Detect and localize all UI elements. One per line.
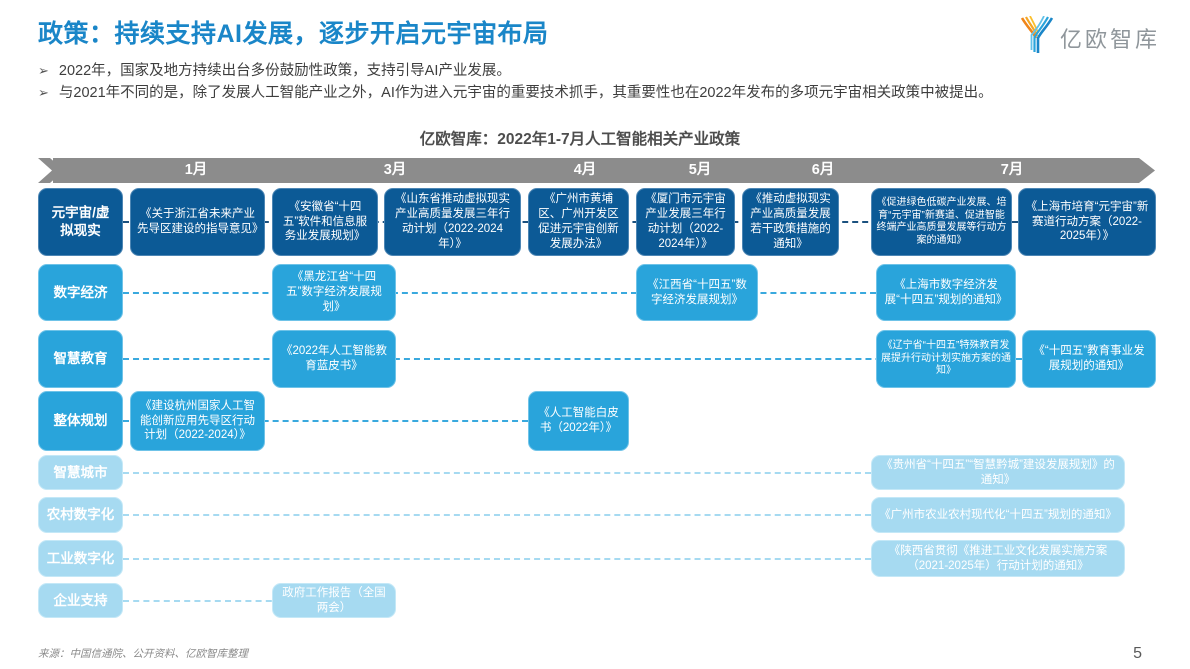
policy-box: 《人工智能白皮书（2022年）》 bbox=[528, 391, 629, 451]
source-note: 来源：中国信通院、公开资料、亿欧智库整理 bbox=[38, 648, 248, 660]
month-label: 3月 bbox=[383, 162, 407, 178]
policy-box: 《黑龙江省“十四五”数字经济发展规划》 bbox=[272, 264, 396, 321]
category-row: 企业支持 政府工作报告（全国两会） bbox=[0, 583, 1190, 618]
policy-box: 《促进绿色低碳产业发展、培育“元宇宙”新赛道、促进智能终端产业高质量发展等行动方… bbox=[871, 188, 1012, 256]
policy-box: 《推动虚拟现实产业高质量发展若干政策措施的通知》 bbox=[742, 188, 839, 256]
summary-bullets: ➢ 2022年，国家及地方持续出台多份鼓励性政策，支持引导AI产业发展。 ➢ 与… bbox=[38, 60, 1166, 105]
policy-box: 《安徽省“十四五”软件和信息服务业发展规划》 bbox=[272, 188, 378, 256]
connector-dashed-line bbox=[123, 358, 1032, 360]
category-row: 农村数字化 《广州市农业农村现代化“十四五”规划的通知》 bbox=[0, 497, 1190, 533]
policy-box: 《关于浙江省未来产业先导区建设的指导意见》 bbox=[130, 188, 265, 256]
chart-title: 亿欧智库：2022年1-7月人工智能相关产业政策 bbox=[419, 131, 741, 148]
connector-dashed-line bbox=[123, 558, 881, 560]
policy-box: 《2022年人工智能教育蓝皮书》 bbox=[272, 330, 396, 388]
logo-text: 亿欧智库 bbox=[1059, 26, 1160, 52]
category-row: 智慧教育 《2022年人工智能教育蓝皮书》 《辽宁省“十四五”特殊教育发展提升行动计… bbox=[0, 330, 1190, 388]
policy-box: 《山东省推动虚拟现实产业高质量发展三年行动计划（2022-2024年）》 bbox=[384, 188, 521, 256]
category-row: 整体规划《建设杭州国家人工智能创新应用先导区行动计划（2022-2024）》 《人… bbox=[0, 391, 1190, 451]
connector-dashed-line bbox=[123, 292, 886, 294]
policy-box: 政府工作报告（全国两会） bbox=[272, 583, 396, 618]
policy-box: 《陕西省贯彻《推进工业文化发展实施方案（2021-2025年）行动计划的通知》 bbox=[871, 540, 1125, 577]
policy-box: 《江西省“十四五”数字经济发展规划》 bbox=[636, 264, 758, 321]
connector-dashed-line bbox=[123, 420, 538, 422]
policy-box: 《厦门市元宇宙产业发展三年行动计划（2022-2024年）》 bbox=[636, 188, 735, 256]
policy-box: 《上海市培育“元宇宙”新赛道行动方案（2022-2025年）》 bbox=[1018, 188, 1156, 256]
category-row: 元宇宙/虚拟现实《关于浙江省未来产业先导区建设的指导意见》《安徽省“十四五”软件… bbox=[0, 188, 1190, 256]
connector-dashed-line bbox=[123, 514, 881, 516]
connector-dashed-line bbox=[123, 600, 282, 602]
category-row: 工业数字化 《陕西省贯彻《推进工业文化发展实施方案（2021-2025年）行动计划… bbox=[0, 540, 1190, 577]
policy-box: 《辽宁省“十四五”特殊教育发展提升行动计划实施方案的通知》 bbox=[876, 330, 1016, 388]
company-logo: 亿欧智库 bbox=[1020, 15, 1160, 59]
category-label: 元宇宙/虚拟现实 bbox=[38, 188, 123, 256]
category-label: 智慧城市 bbox=[38, 455, 123, 490]
category-label: 数字经济 bbox=[38, 264, 123, 321]
page-title: 政策：持续支持AI发展，逐步开启元宇宙布局 bbox=[38, 20, 549, 48]
category-row: 数字经济 《黑龙江省“十四五”数字经济发展规划》 《江西省“十四五”数字经济发展规划… bbox=[0, 264, 1190, 321]
bullet-text: 与2021年不同的是，除了发展人工智能产业之外，AI作为进入元宇宙的重要技术抓手… bbox=[58, 85, 993, 102]
bullet-arrow-icon: ➢ bbox=[38, 63, 49, 78]
policy-box: 《广州市农业农村现代化“十四五”规划的通知》 bbox=[871, 497, 1125, 533]
bullet-item: ➢ 2022年，国家及地方持续出台多份鼓励性政策，支持引导AI产业发展。 bbox=[38, 60, 1166, 82]
bullet-arrow-icon: ➢ bbox=[38, 85, 49, 101]
arrow-band bbox=[53, 158, 1155, 183]
category-label: 整体规划 bbox=[38, 391, 123, 451]
bullet-item: ➢ 与2021年不同的是，除了发展人工智能产业之外，AI作为进入元宇宙的重要技术… bbox=[38, 82, 1166, 104]
policy-box: 《贵州省“十四五”“智慧黔城”建设发展规划》的通知》 bbox=[871, 455, 1125, 490]
month-label: 6月 bbox=[811, 162, 835, 178]
category-label: 工业数字化 bbox=[38, 540, 123, 577]
month-label: 4月 bbox=[573, 162, 597, 178]
month-label: 5月 bbox=[688, 162, 712, 178]
category-row: 智慧城市 《贵州省“十四五”“智慧黔城”建设发展规划》的通知》 bbox=[0, 455, 1190, 490]
category-label: 农村数字化 bbox=[38, 497, 123, 533]
month-label: 7月 bbox=[1000, 162, 1024, 178]
timeline-arrow: 1月 3月 4月 5月 6月 7月 bbox=[38, 158, 1155, 183]
bullet-text: 2022年，国家及地方持续出台多份鼓励性政策，支持引导AI产业发展。 bbox=[58, 63, 511, 79]
policy-box: 《上海市数字经济发展“十四五”规划的通知》 bbox=[876, 264, 1016, 321]
month-label: 1月 bbox=[184, 162, 208, 178]
page-number: 5 bbox=[1133, 645, 1142, 662]
policy-box: 《“十四五”教育事业发展规划的通知》 bbox=[1022, 330, 1156, 388]
category-label: 企业支持 bbox=[38, 583, 123, 618]
policy-box: 《广州市黄埔区、广州开发区促进元宇宙创新发展办法》 bbox=[528, 188, 629, 256]
policy-box: 《建设杭州国家人工智能创新应用先导区行动计划（2022-2024）》 bbox=[130, 391, 265, 451]
connector-dashed-line bbox=[123, 472, 881, 474]
logo-y-icon bbox=[1020, 15, 1054, 59]
category-label: 智慧教育 bbox=[38, 330, 123, 388]
